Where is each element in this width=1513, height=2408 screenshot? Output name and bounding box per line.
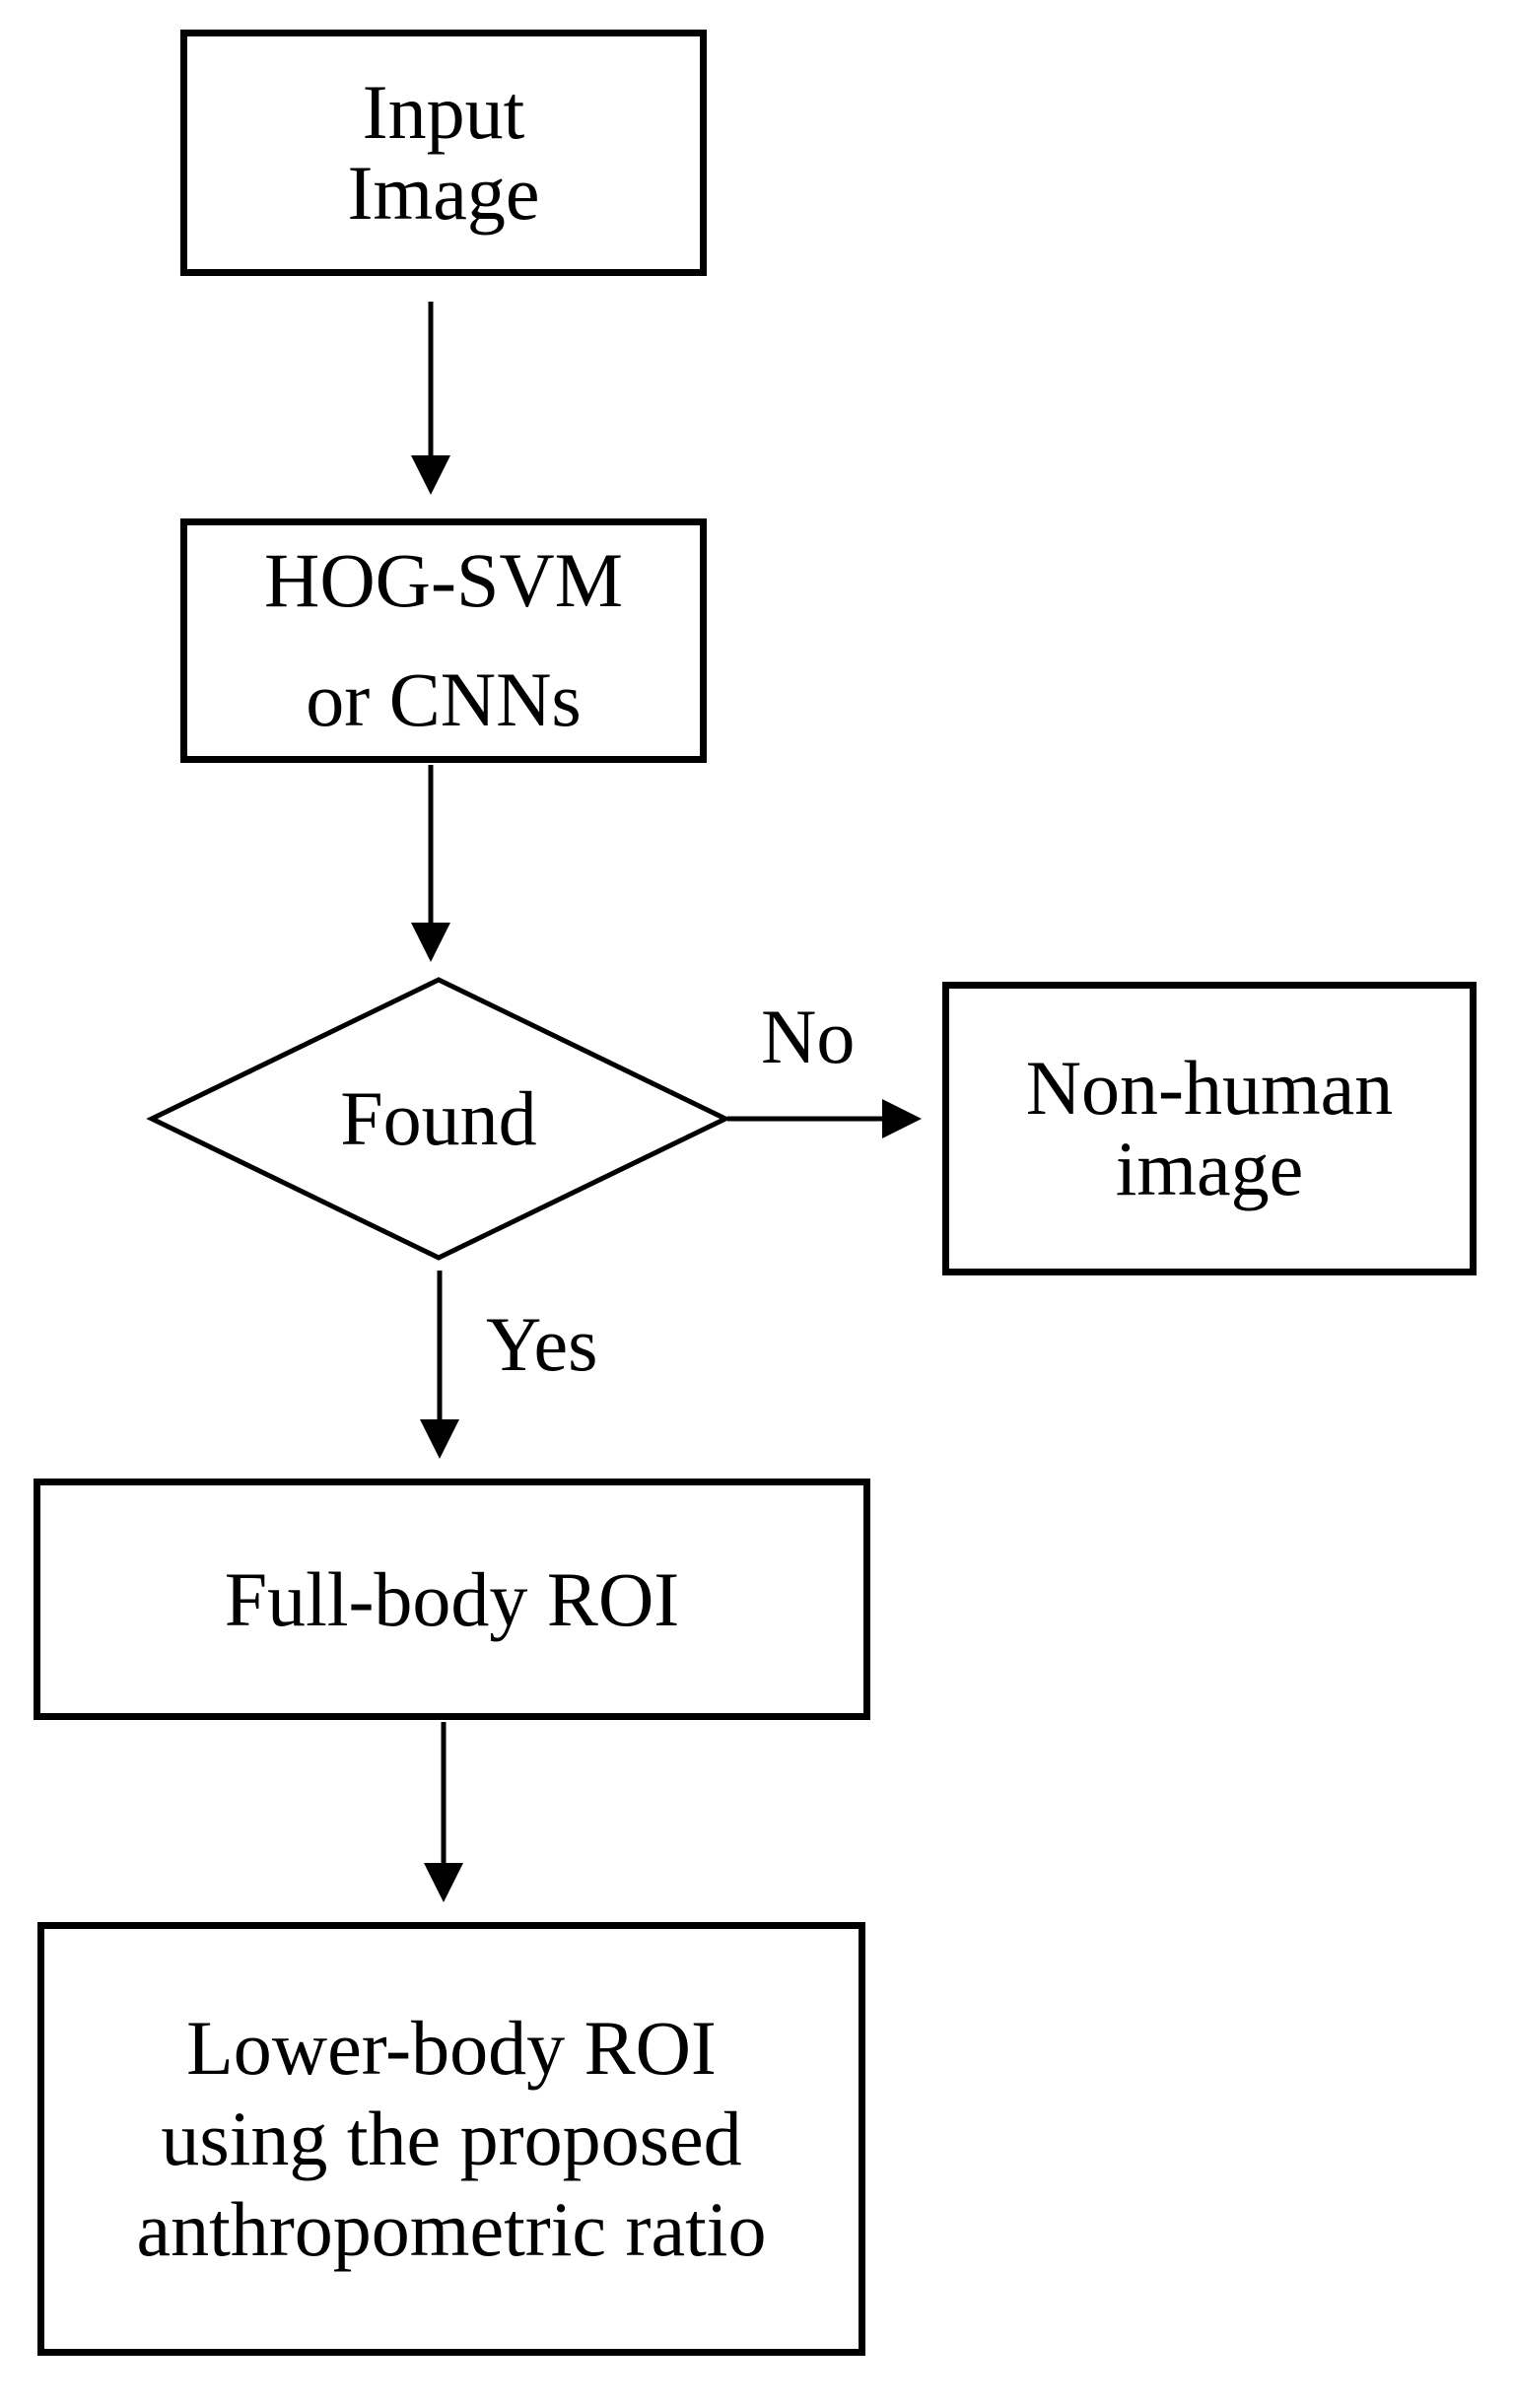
- no-edge-label: No: [761, 994, 856, 1079]
- non-human-line-2: image: [1115, 1126, 1304, 1211]
- hog-svm-line-2: or CNNs: [306, 656, 582, 742]
- full-body-roi-box: Full-body ROI: [34, 1479, 870, 1720]
- lower-body-line-1: Lower-body ROI: [186, 2004, 717, 2091]
- hog-svm-box: HOG-SVM or CNNs: [180, 518, 707, 763]
- input-image-line-2: Image: [347, 150, 540, 236]
- yes-edge-label: Yes: [486, 1301, 598, 1387]
- non-human-line-1: Non-human: [1025, 1045, 1394, 1132]
- full-body-roi-label: Full-body ROI: [224, 1555, 680, 1642]
- found-decision-label: Found: [340, 1075, 537, 1161]
- input-image-box: Input Image: [180, 30, 707, 276]
- input-image-line-1: Input: [362, 69, 525, 156]
- lower-body-line-2: using the proposed: [161, 2095, 742, 2181]
- lower-body-roi-box: Lower-body ROI using the proposed anthro…: [37, 1922, 865, 2356]
- found-decision-label-wrap: Found: [148, 976, 729, 1262]
- hog-svm-line-1: HOG-SVM: [263, 537, 624, 624]
- lower-body-line-3: anthropometric ratio: [136, 2186, 767, 2273]
- found-decision-diamond: [146, 977, 731, 1261]
- non-human-image-box: Non-human image: [942, 982, 1477, 1275]
